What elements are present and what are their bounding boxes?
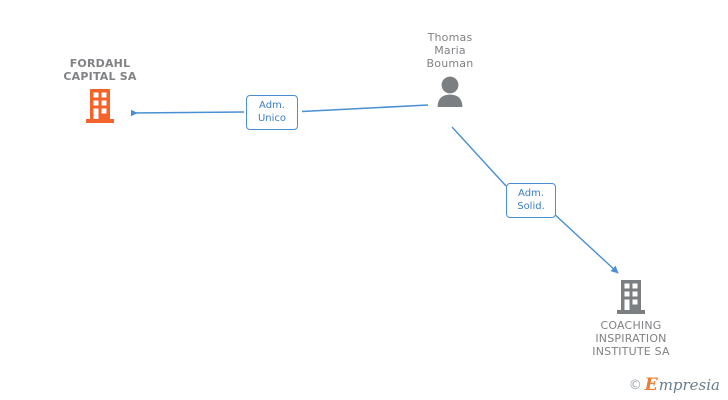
empresia-watermark: © E mpresia [629,377,720,394]
building-icon [567,280,695,314]
edge-adm-solid-segment-lower [551,211,619,274]
edge-adm-solid [451,126,619,274]
node-person-label: Thomas Maria Bouman [426,31,474,70]
node-coaching-label: COACHING INSPIRATION INSTITUTE SA [592,319,670,358]
relation-label-adm-solid[interactable]: Adm. Solid. [506,183,556,218]
edge-adm-solid-segment-upper [451,126,507,187]
edge-adm-unico [130,104,429,117]
brand-name: mpresia [658,376,720,394]
relation-label-adm-unico[interactable]: Adm. Unico [246,95,298,130]
edge-adm-unico-segment-right [301,104,429,113]
building-icon [36,89,164,123]
node-coaching-inspiration-institute-sa[interactable]: COACHING INSPIRATION INSTITUTE SA [567,280,695,358]
node-thomas-maria-bouman[interactable]: Thomas Maria Bouman [386,31,514,107]
edge-adm-unico-segment-left [130,109,245,117]
copyright-icon: © [628,378,642,393]
brand-initial: E [644,375,658,395]
node-fordahl-label: FORDAHL CAPITAL SA [63,57,137,83]
node-fordahl-capital-sa[interactable]: FORDAHL CAPITAL SA [36,57,164,123]
person-icon [386,76,514,107]
